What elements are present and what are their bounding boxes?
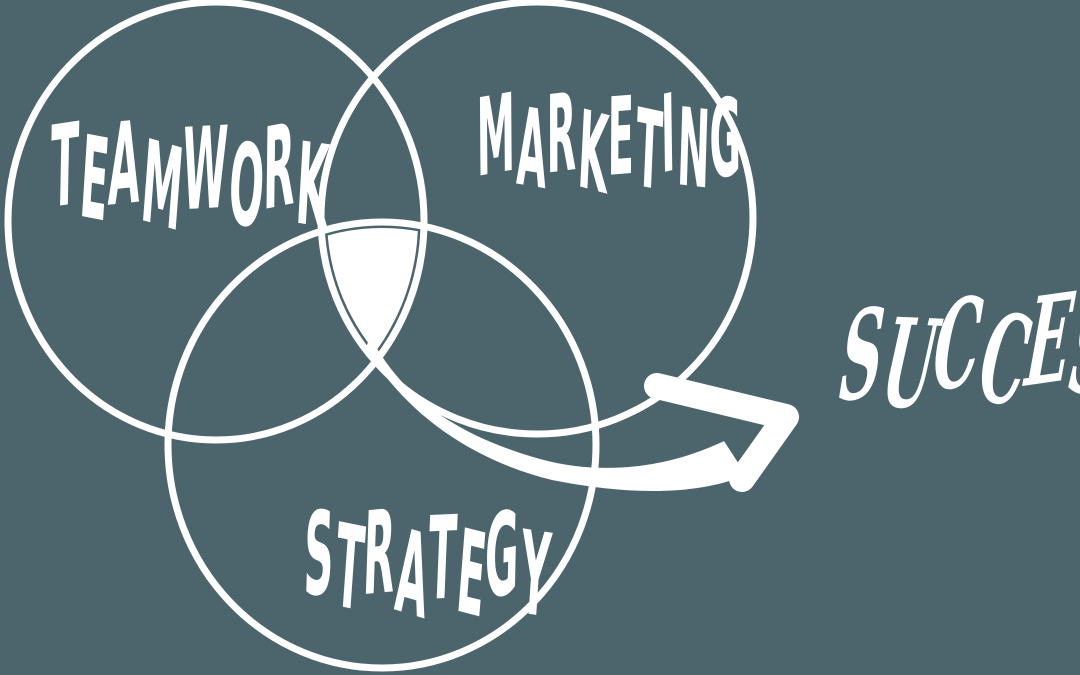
success-label: SUCCESS (829, 252, 1080, 448)
marketing-label: MARKETING (474, 67, 744, 222)
teamwork-label: TEAMWORK (45, 89, 334, 266)
arrow-swoosh-body (366, 336, 746, 492)
marketing-circle (317, 0, 757, 438)
strategy-label: STRATEGY (298, 475, 556, 653)
teamwork-circle (4, 0, 428, 444)
success-arrow-icon (366, 336, 799, 492)
strategy-circle (164, 218, 600, 672)
arrowhead-icon (644, 373, 799, 492)
